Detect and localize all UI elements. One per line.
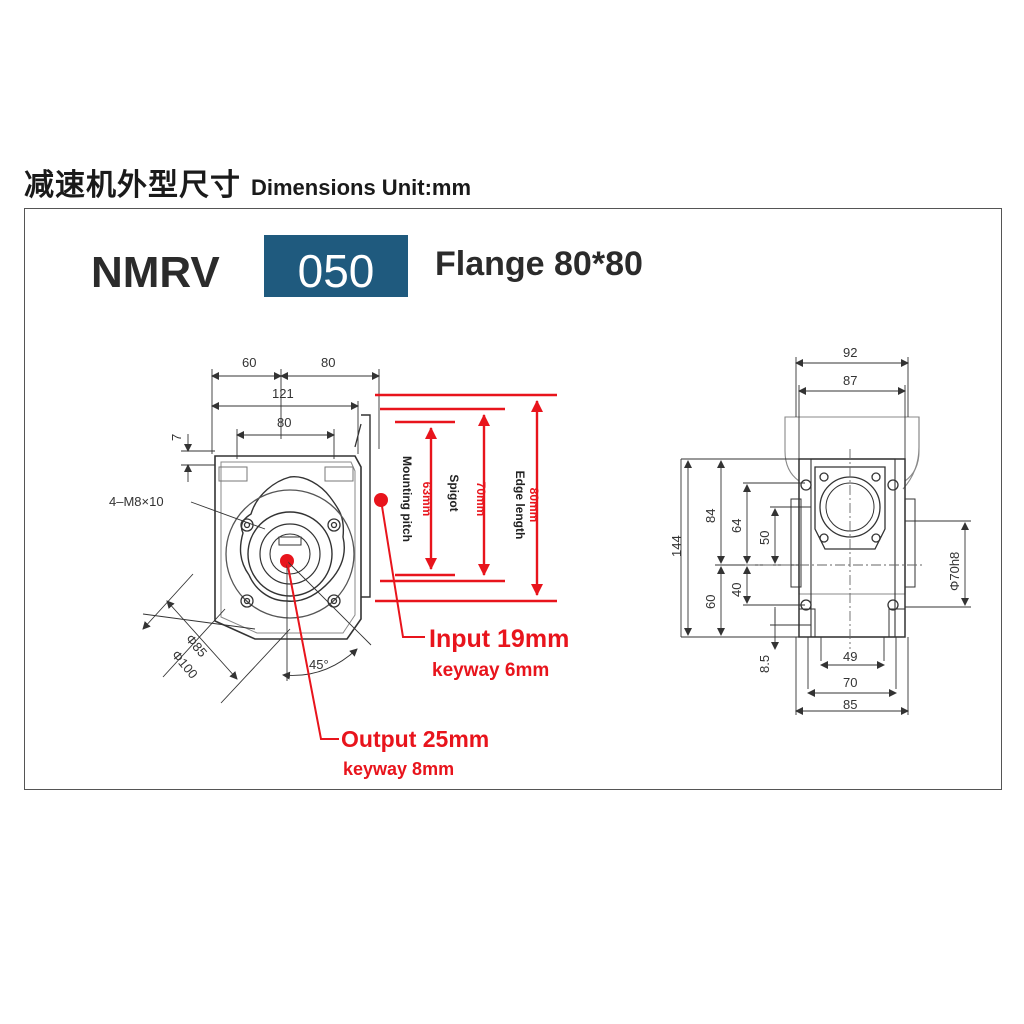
output-callout-sub: keyway 8mm: [343, 759, 454, 779]
model-size: 050: [298, 245, 375, 297]
dim-8-5: 8.5: [757, 655, 772, 673]
header-title-cn: 减速机外型尺寸: [24, 168, 241, 203]
model-prefix: NMRV: [91, 248, 220, 297]
dim-87: 87: [843, 373, 857, 388]
front-view: [214, 414, 371, 640]
dim-80-inner: 80: [277, 415, 291, 430]
dim-144: 144: [669, 535, 684, 557]
dim-84: 84: [703, 509, 718, 523]
dim-40: 40: [729, 583, 744, 597]
dim-d70h8: Φ70h8: [947, 552, 962, 591]
dim-121: 121: [272, 386, 294, 401]
header: 减速机外型尺寸 Dimensions Unit:mm: [24, 160, 472, 203]
flange-spigot-value: 70mm: [474, 482, 488, 517]
output-callout-title: Output 25mm: [341, 726, 489, 752]
flange-pitch-value: 63mm: [420, 482, 434, 517]
flange-edge-value: 80mm: [527, 488, 541, 523]
dim-60-side: 60: [703, 595, 718, 609]
dim-64: 64: [729, 519, 744, 533]
flange-edge-label: Edge length: [513, 471, 527, 540]
side-view: [784, 416, 920, 638]
flange-size: Flange 80*80: [435, 245, 643, 283]
dim-70: 70: [843, 675, 857, 690]
dim-85: 85: [843, 697, 857, 712]
technical-drawing: NMRV 050 Flange 80*80: [91, 235, 971, 779]
dim-holes: 4–M8×10: [109, 494, 164, 509]
input-callout-title: Input 19mm: [429, 625, 569, 653]
dim-92: 92: [843, 345, 857, 360]
dim-49: 49: [843, 649, 857, 664]
drawing-frame: NMRV 050 Flange 80*80: [24, 208, 1002, 790]
dim-50: 50: [757, 531, 772, 545]
dim-7: 7: [169, 434, 184, 441]
dim-45: 45°: [309, 657, 329, 672]
flange-spigot-label: Spigot: [447, 474, 461, 511]
model-badge: [264, 235, 408, 297]
dim-80-top: 80: [321, 355, 335, 370]
flange-pitch-label: Mounting pitch: [400, 456, 414, 542]
dim-60: 60: [242, 355, 256, 370]
input-callout-sub: keyway 6mm: [432, 660, 549, 681]
header-title-en: Dimensions Unit:mm: [251, 175, 472, 200]
